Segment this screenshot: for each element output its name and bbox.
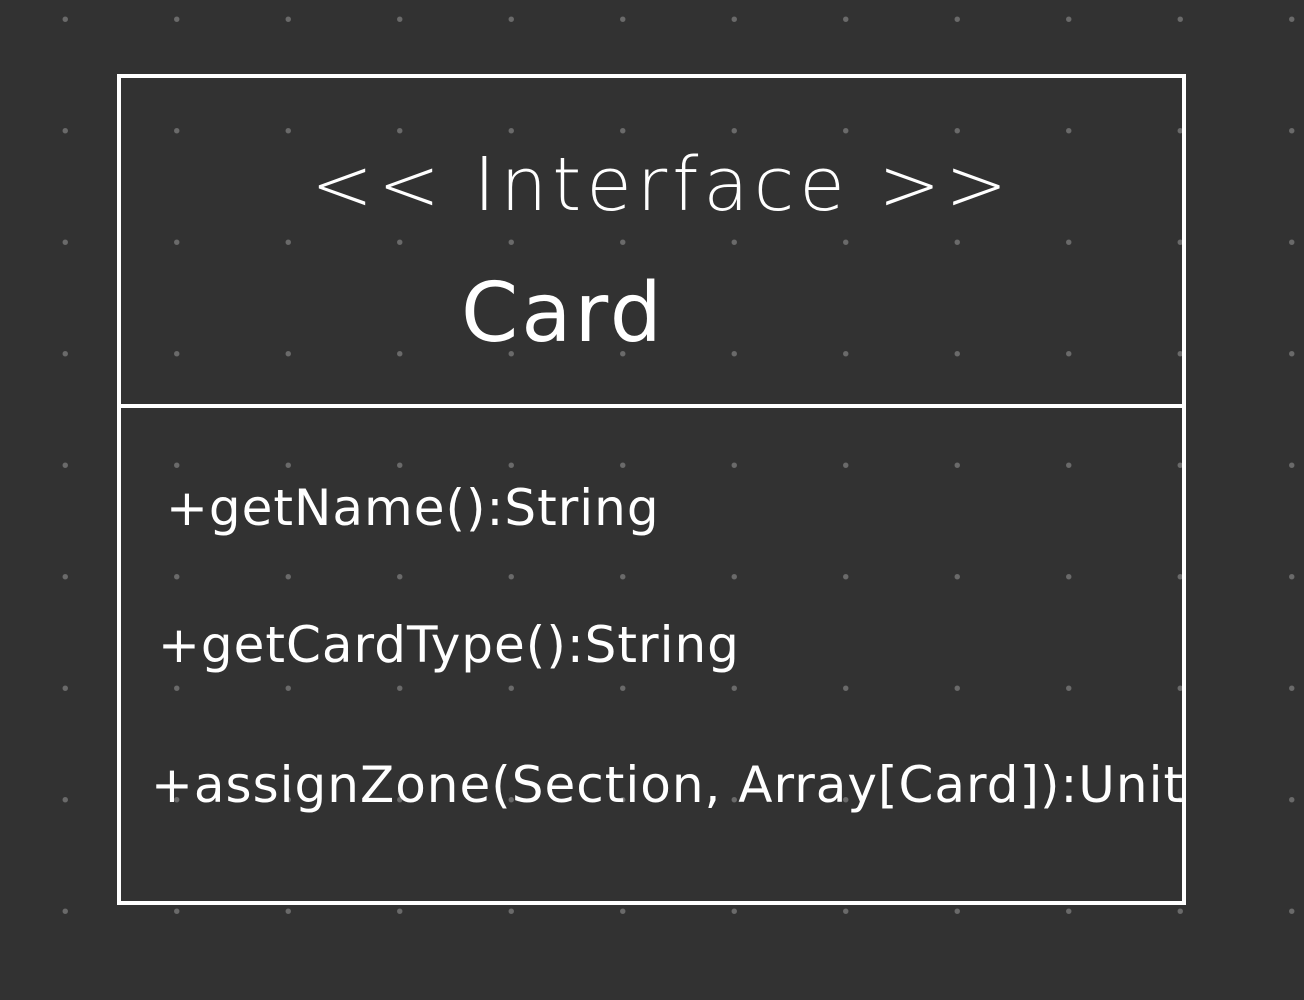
- uml-class-box: << Interface >> Card +getName():String +…: [117, 74, 1186, 905]
- stereotype-label: << Interface >>: [311, 142, 1013, 228]
- method-get-card-type: +getCardType():String: [158, 616, 740, 674]
- method-assign-zone: +assignZone(Section, Array[Card]):Unit: [151, 756, 1185, 814]
- class-name: Card: [461, 266, 665, 361]
- method-get-name: +getName():String: [166, 479, 660, 537]
- methods-compartment: +getName():String +getCardType():String …: [121, 408, 1185, 901]
- class-header: << Interface >> Card: [121, 78, 1182, 408]
